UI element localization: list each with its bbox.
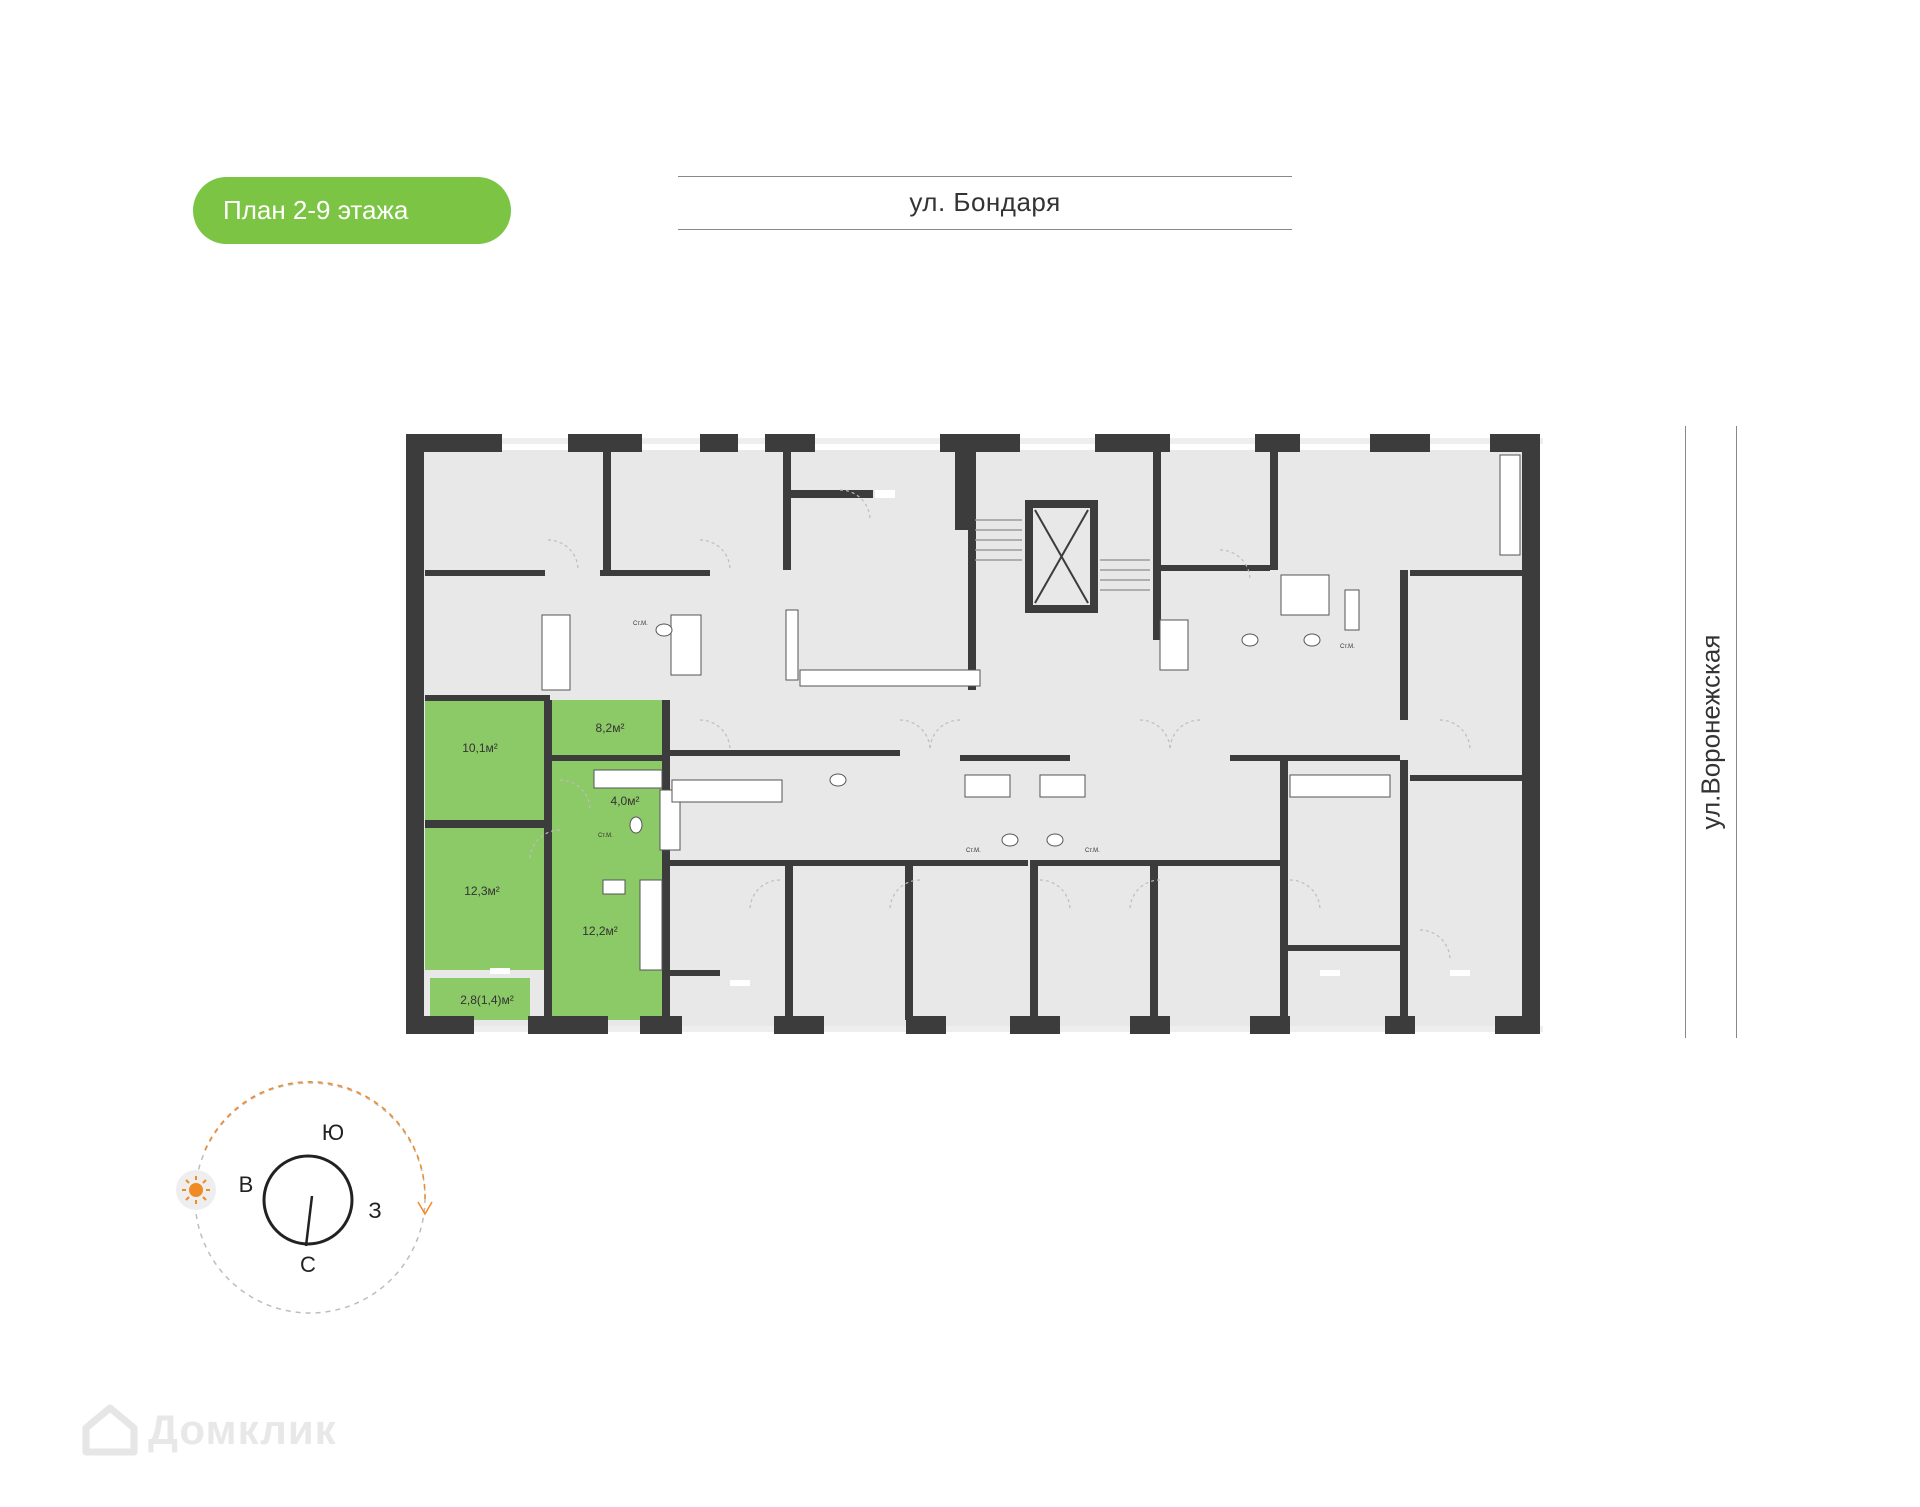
room-label-balcony: 2,8(1,4)м² xyxy=(460,993,514,1007)
room-label-10-1: 10,1м² xyxy=(462,741,498,755)
balcony[interactable] xyxy=(430,978,530,1020)
room-label-8-2: 8,2м² xyxy=(596,721,625,735)
sun-icon xyxy=(176,1170,216,1210)
compass: Ю В З С xyxy=(176,1081,433,1314)
walls xyxy=(406,434,1540,1034)
stairs xyxy=(975,519,1150,591)
street-top: ул. Бондаря xyxy=(678,176,1292,230)
floor-plan-badge[interactable]: План 2-9 этажа xyxy=(193,177,511,244)
compass-north: С xyxy=(300,1252,316,1277)
selected-apartment[interactable] xyxy=(425,700,670,1020)
compass-west: З xyxy=(368,1198,381,1223)
room-12-3[interactable] xyxy=(425,826,548,970)
watermark: Домклик xyxy=(80,1402,337,1458)
room-label-12-3: 12,3м² xyxy=(464,884,500,898)
floor-plan-label: План 2-9 этажа xyxy=(223,195,409,225)
fixtures xyxy=(541,454,1521,971)
room-10-1[interactable] xyxy=(425,700,548,820)
watermark-brand: Домклик xyxy=(148,1406,337,1453)
washer-label: Ст.М. xyxy=(598,833,613,839)
room-label-4-0: 4,0м² xyxy=(611,794,640,808)
compass-dial xyxy=(262,1154,354,1246)
washer-label: Ст.М. xyxy=(633,621,648,627)
washer-label: Ст.М. xyxy=(1085,848,1100,854)
compass-east: В xyxy=(239,1172,254,1197)
street-top-label: ул. Бондаря xyxy=(909,187,1061,217)
street-right: ул.Воронежская xyxy=(1685,426,1737,1038)
window-frames xyxy=(490,490,1470,986)
door-swings xyxy=(529,489,1471,961)
room-8-2[interactable] xyxy=(552,700,670,760)
washer-label: Ст.М. xyxy=(1340,644,1355,650)
compass-south: Ю xyxy=(322,1120,344,1145)
room-label-12-2: 12,2м² xyxy=(582,924,618,938)
house-logo-icon xyxy=(82,1404,138,1456)
washer-label: Ст.М. xyxy=(966,848,981,854)
